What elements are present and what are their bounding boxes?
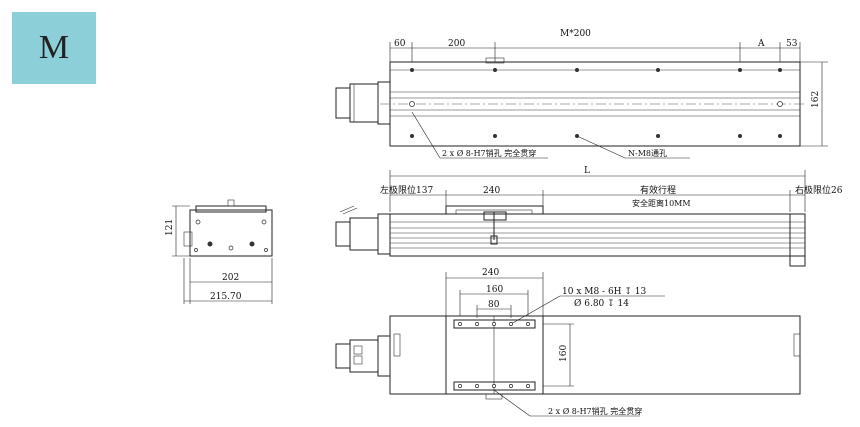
bottom-pin-note: 2 x Ø 8-H7销孔 完全贯穿 bbox=[548, 406, 642, 416]
dim-121-label: 121 bbox=[165, 219, 175, 236]
model-letter: M bbox=[38, 29, 70, 66]
drill-note: Ø 6.80 ↧ 14 bbox=[574, 298, 629, 309]
dim-53-label: 53 bbox=[786, 39, 798, 49]
top-view: 60 200 M*200 A 53 bbox=[335, 29, 828, 159]
safety-distance-label: 安全距离10MM bbox=[632, 198, 691, 208]
model-badge: M bbox=[12, 12, 96, 84]
dim-l-label: L bbox=[584, 166, 590, 176]
stroke-label: 有效行程 bbox=[640, 184, 676, 196]
dim-a-label: A bbox=[757, 39, 765, 49]
dim-202-label: 202 bbox=[222, 273, 239, 283]
left-limit-label: 左极限位137 bbox=[380, 184, 433, 196]
bottom-dim-160-vertical-label: 160 bbox=[559, 345, 569, 362]
dim-162-label: 162 bbox=[811, 91, 821, 108]
right-limit-label: 右极限位26 bbox=[795, 184, 843, 196]
bottom-dim-80-label: 80 bbox=[488, 300, 500, 310]
top-hole-note: N-M8通孔 bbox=[628, 148, 667, 158]
side-dim-240-label: 240 bbox=[483, 186, 500, 196]
top-pin-note: 2 x Ø 8-H7销孔 完全贯穿 bbox=[442, 148, 536, 158]
dim-m200-label: M*200 bbox=[560, 29, 591, 39]
end-view: 121 202 215.70 bbox=[165, 199, 273, 304]
side-view: L 左极限位137 240 有效行程 安全距离10MM 右极限位26 bbox=[335, 166, 843, 267]
bottom-dim-160-label: 160 bbox=[486, 285, 503, 295]
bottom-dim-240-label: 240 bbox=[482, 268, 499, 278]
dim-200-label: 200 bbox=[448, 39, 465, 49]
bottom-view: 240 160 80 10 x M8 - 6H ↧ 13 Ø 6.80 ↧ 14 bbox=[335, 268, 801, 417]
thread-note: 10 x M8 - 6H ↧ 13 bbox=[562, 287, 647, 297]
dim-215-label: 215.70 bbox=[210, 292, 242, 302]
dim-60-label: 60 bbox=[394, 39, 406, 49]
